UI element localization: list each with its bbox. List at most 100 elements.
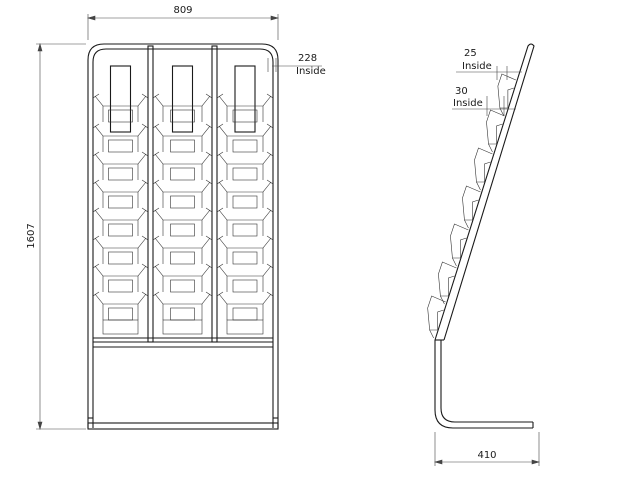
side-pocket-lip	[476, 181, 481, 191]
front-pocket-slot	[232, 223, 258, 237]
front-pocket-slot	[108, 109, 133, 123]
front-pocket-tab	[152, 263, 160, 269]
front-pocket	[154, 153, 211, 180]
front-pocket-tab	[141, 123, 149, 129]
front-pocket-tab	[266, 179, 274, 185]
side-pocket	[486, 109, 505, 145]
dim-pocket-front: 30 Inside	[452, 86, 516, 116]
dim-pocket-depth-note: Inside	[462, 61, 492, 72]
front-pocket-tab	[266, 93, 274, 99]
front-pocket-tab	[266, 151, 274, 157]
front-pocket	[94, 153, 147, 180]
front-pocket-tab	[152, 151, 160, 157]
front-view	[87, 43, 279, 430]
front-pocket-tab	[266, 207, 274, 213]
front-pocket-tab	[141, 263, 149, 269]
dim-pocket-width-label: 228	[298, 53, 317, 64]
front-pocket-slot	[170, 109, 195, 123]
front-pocket-slot	[170, 167, 195, 181]
front-pocket-slot	[232, 139, 258, 153]
side-back-rail	[434, 43, 535, 341]
side-pockets	[427, 73, 516, 339]
front-pocket-tab	[205, 151, 213, 157]
front-pocket	[94, 293, 147, 320]
front-pocket	[154, 265, 211, 292]
front-pocket	[218, 265, 272, 292]
front-pocket-slot	[108, 167, 133, 181]
side-pocket-lip	[499, 107, 505, 117]
dim-base-depth-label: 410	[477, 450, 496, 461]
front-pocket-tab	[152, 93, 160, 99]
front-pocket-tab	[205, 207, 213, 213]
front-pocket-tab	[92, 123, 100, 129]
dim-pocket-front-label: 30	[455, 86, 468, 97]
front-pocket-tab	[216, 179, 224, 185]
front-pocket-bottom	[226, 319, 264, 335]
front-pocket-tab	[92, 93, 100, 99]
front-pocket-tab	[216, 291, 224, 297]
front-pocket-slot	[232, 195, 258, 209]
front-frame-inner	[92, 48, 274, 428]
front-pocket-tab	[266, 123, 274, 129]
front-pocket	[218, 209, 272, 236]
dim-overall-height: 1607	[26, 42, 86, 431]
front-pocket	[154, 293, 211, 320]
front-pocket-sleeve	[234, 65, 256, 133]
front-pocket-tab	[92, 151, 100, 157]
front-pocket-slot	[232, 307, 258, 321]
front-pocket-sleeve	[171, 65, 194, 133]
front-pocket-tab	[141, 151, 149, 157]
front-pocket-sleeve	[109, 65, 132, 133]
front-divider-right	[211, 45, 218, 343]
front-pocket	[154, 209, 211, 236]
front-pocket-tab	[92, 207, 100, 213]
front-pocket-slot	[108, 251, 133, 265]
front-pocket	[154, 95, 211, 122]
front-pocket-slot	[170, 223, 195, 237]
front-pocket-tab	[266, 291, 274, 297]
front-pocket	[154, 237, 211, 264]
front-pocket-tab	[141, 207, 149, 213]
front-pocket-tab	[205, 93, 213, 99]
front-pocket-tab	[92, 179, 100, 185]
front-pocket	[94, 237, 147, 264]
side-pocket	[462, 185, 481, 221]
side-view	[427, 43, 535, 429]
dim-pocket-depth-label: 25	[464, 48, 477, 59]
front-pocket	[94, 209, 147, 236]
dim-overall-width-label: 809	[173, 5, 192, 16]
dim-base-depth: 410	[433, 432, 541, 466]
side-pocket-lip	[488, 143, 493, 153]
front-pocket-tab	[152, 123, 160, 129]
front-pocket-tab	[92, 291, 100, 297]
front-pocket-tab	[216, 207, 224, 213]
front-pocket-slot	[170, 139, 195, 153]
front-pocket	[94, 95, 147, 122]
front-pocket-tab	[92, 263, 100, 269]
front-pocket-tab	[216, 235, 224, 241]
side-upright	[434, 340, 533, 429]
front-base-bar	[87, 422, 279, 430]
front-pocket-slot	[232, 167, 258, 181]
front-pocket-tab	[266, 235, 274, 241]
front-pocket	[94, 181, 147, 208]
front-frame-outer	[87, 43, 279, 428]
front-pocket-slot	[170, 279, 195, 293]
side-upright-inner	[440, 340, 533, 423]
front-pocket-slot	[232, 279, 258, 293]
front-pocket	[94, 125, 147, 152]
front-pocket-tab	[141, 93, 149, 99]
front-pockets	[92, 65, 274, 335]
side-pocket-lip	[440, 295, 445, 305]
front-pocket	[218, 125, 272, 152]
dim-pocket-width: 228 Inside	[267, 53, 326, 77]
front-pocket-bottom	[102, 319, 139, 335]
front-pocket-tab	[141, 291, 149, 297]
front-pocket-slot	[108, 139, 133, 153]
front-pocket-slot	[232, 109, 258, 123]
front-pocket-slot	[108, 223, 133, 237]
front-pocket	[218, 95, 272, 122]
dim-overall-height-label: 1607	[26, 223, 37, 248]
front-pocket-slot	[170, 251, 195, 265]
